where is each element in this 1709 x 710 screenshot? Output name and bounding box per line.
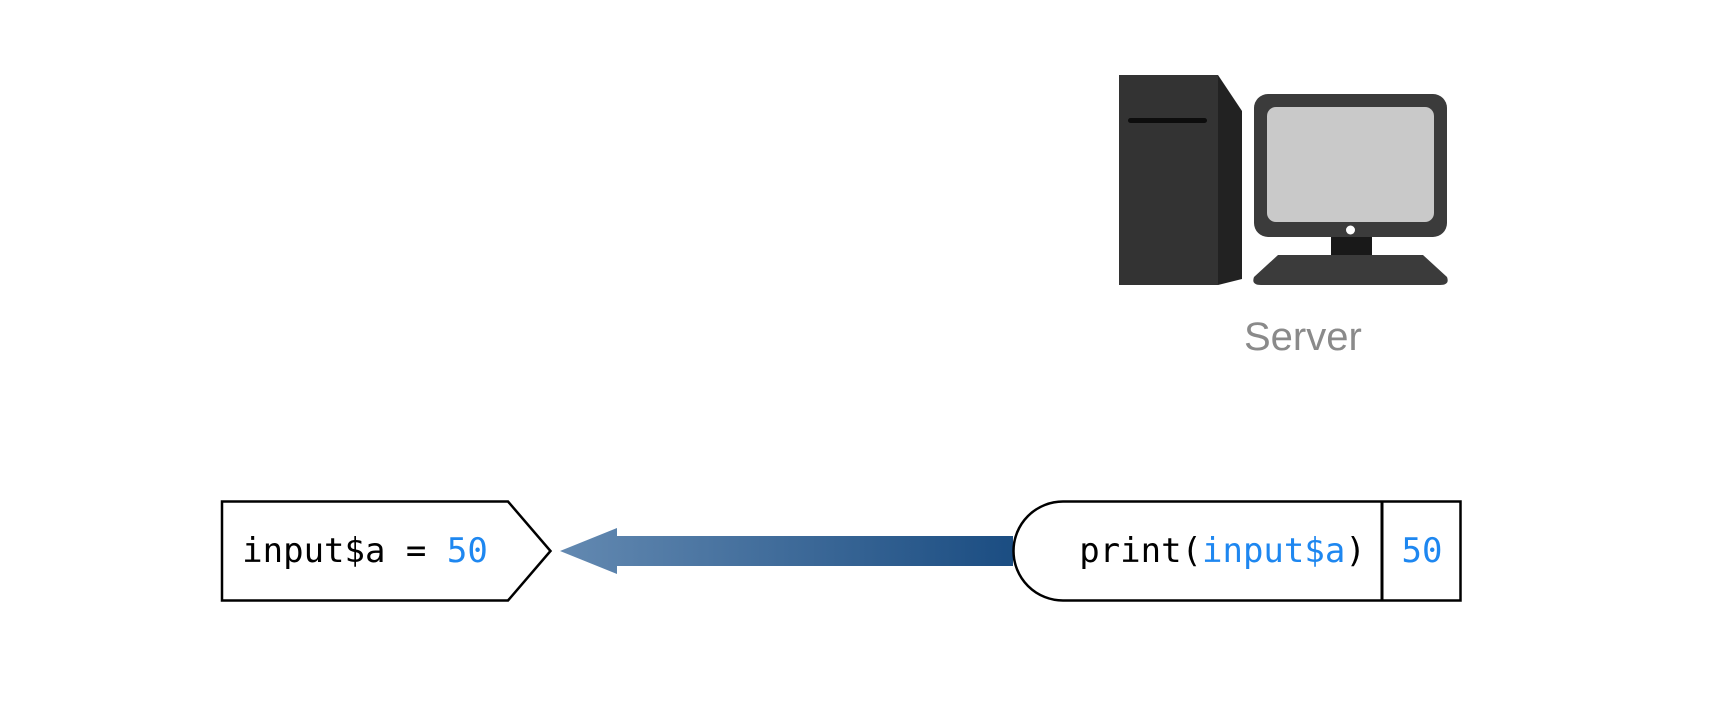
tower-front-icon [1119, 75, 1218, 285]
monitor-screen-icon [1267, 107, 1434, 222]
input-value-text: 50 [446, 530, 488, 571]
input-code-text: input$a = [242, 530, 447, 571]
input-token-shape [220, 500, 553, 602]
monitor-dot-icon [1346, 225, 1355, 235]
input-assignment: input$a = 50 [222, 501, 508, 600]
server-label: Server [1244, 315, 1362, 359]
print-suffix-text: ) [1345, 530, 1366, 571]
print-call: print(input$a) [1063, 501, 1382, 600]
output-value-cell: 50 [1382, 501, 1462, 600]
server-icon [1119, 75, 1448, 285]
drive-slot-icon [1128, 118, 1207, 123]
left-arrow-icon [560, 528, 1013, 574]
print-argument-text: input$a [1202, 530, 1346, 571]
print-box-shape [1012, 500, 1462, 602]
monitor-stand-icon [1331, 237, 1372, 259]
tower-side-icon [1218, 75, 1242, 285]
output-value-text: 50 [1401, 530, 1443, 571]
keyboard-icon [1253, 255, 1448, 285]
print-prefix-text: print( [1079, 530, 1203, 571]
